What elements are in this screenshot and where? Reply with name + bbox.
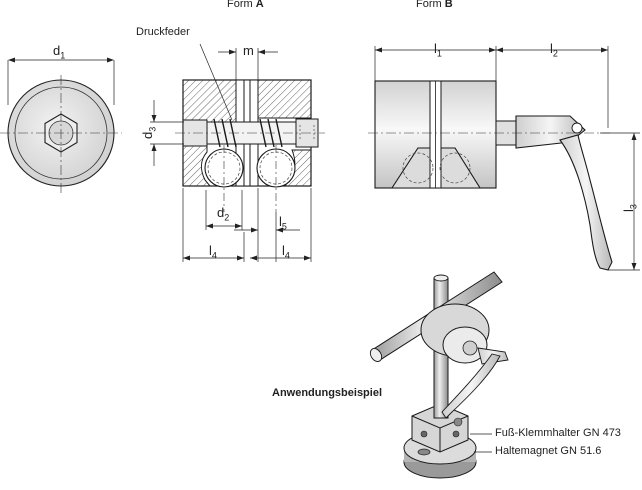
dim-l2-sub: 2	[552, 48, 558, 59]
dim-d1: d1	[53, 44, 65, 61]
form-b-prefix: Form	[416, 0, 445, 10]
form-a-prefix: Form	[227, 0, 256, 10]
dim-l4-left-main: l	[209, 243, 212, 258]
application-example-label: Anwendungsbeispiel	[272, 387, 383, 399]
dim-l3: l3	[621, 204, 639, 212]
form-b-view	[368, 46, 640, 271]
application-example-illustration	[369, 271, 509, 479]
dim-d3-main: d	[140, 131, 155, 139]
dim-d2: d2	[217, 206, 229, 223]
foot-clamp-label: Fuß-Klemmhalter GN 473	[495, 427, 621, 439]
end-view	[0, 57, 122, 195]
dim-l1: l1	[434, 42, 442, 59]
dim-l1-sub: 1	[436, 48, 442, 59]
dim-l2: l2	[550, 42, 558, 59]
form-a-section	[150, 43, 325, 262]
dim-l5-main: l	[279, 214, 282, 229]
dim-l4-right-main: l	[282, 243, 285, 258]
dim-l4-right-sub: 4	[284, 250, 290, 261]
dim-l3-main: l	[621, 209, 636, 212]
form-a-title: Form A	[227, 0, 264, 10]
dim-m: m	[243, 44, 254, 57]
magnet-label: Haltemagnet GN 51.6	[495, 445, 602, 457]
form-a-letter: A	[255, 0, 264, 10]
dim-l5: l5	[279, 215, 287, 232]
dim-d2-sub: 2	[224, 212, 230, 223]
dim-d3-sub: 3	[147, 126, 158, 132]
dim-l4-left: l4	[209, 244, 217, 261]
spring-label: Druckfeder	[136, 26, 190, 38]
dim-l2-main: l	[550, 41, 553, 56]
dim-d1-sub: 1	[60, 50, 66, 61]
dim-l1-main: l	[434, 41, 437, 56]
dim-l5-sub: 5	[281, 221, 287, 232]
dim-d3: d3	[140, 126, 158, 139]
dim-l3-sub: 3	[628, 204, 639, 210]
dim-m-main: m	[243, 43, 254, 58]
dim-d1-main: d	[53, 43, 61, 58]
dim-l4-right: l4	[282, 244, 290, 261]
form-b-title: Form B	[416, 0, 453, 10]
dim-d2-main: d	[217, 205, 225, 220]
form-b-letter: B	[444, 0, 453, 10]
dim-l4-left-sub: 4	[211, 250, 217, 261]
